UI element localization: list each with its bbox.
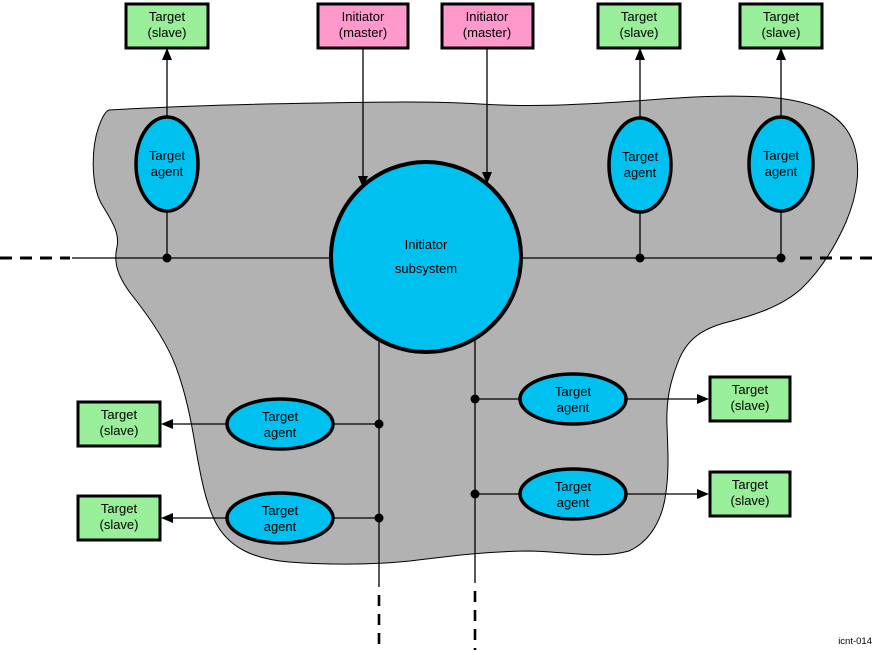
target-slave-label-line1: Target — [621, 9, 658, 24]
target-slave-label-line1: Target — [763, 9, 800, 24]
initiator-master-label-line1: Initiator — [466, 9, 509, 24]
target-slave-label-line2: (slave) — [147, 25, 186, 40]
target-slave-label-line2: (slave) — [619, 25, 658, 40]
target-slave-label-line2: (slave) — [99, 517, 138, 532]
target-slave-box: Target (slave) — [708, 470, 792, 518]
arrowhead-up-icon — [635, 48, 645, 60]
target-agent-label-line2: agent — [557, 495, 590, 510]
target-agent-label-line1: Target — [555, 384, 592, 399]
junction-dot — [776, 253, 786, 263]
target-agent-node: Target agent — [747, 115, 815, 213]
figure-id-label: icnt-014 — [838, 636, 872, 647]
target-slave-rect — [76, 400, 162, 448]
target-slave-rect — [708, 470, 792, 518]
target-slave-label-line2: (slave) — [99, 423, 138, 438]
target-agent-label-line1: Target — [149, 148, 186, 163]
arrowhead-left-icon — [161, 513, 173, 523]
initiator-master-rect — [440, 2, 535, 50]
target-agent-label-line2: agent — [264, 519, 297, 534]
junction-dot — [635, 253, 645, 263]
target-agent-label-line2: agent — [624, 165, 657, 180]
target-slave-box: Target (slave) — [76, 494, 162, 542]
initiator-master-rect — [316, 2, 410, 50]
target-agent-label-line1: Target — [622, 149, 659, 164]
initiator-subsystem-label-line1: Initiator — [405, 237, 448, 252]
target-slave-label-line2: (slave) — [761, 25, 800, 40]
arrowhead-right-icon — [697, 489, 709, 499]
initiator-master-label-line1: Initiator — [342, 9, 385, 24]
target-agent-ellipse — [518, 467, 628, 521]
target-slave-label-line1: Target — [101, 407, 138, 422]
junction-dot — [470, 489, 480, 499]
initiator-master-label-line2: (master) — [463, 25, 511, 40]
initiator-master-label-line2: (master) — [339, 25, 387, 40]
target-agent-ellipse — [134, 115, 200, 213]
target-agent-ellipse — [225, 397, 335, 451]
target-slave-label-line1: Target — [732, 477, 769, 492]
target-agent-label-line1: Target — [262, 503, 299, 518]
target-slave-label-line2: (slave) — [730, 493, 769, 508]
target-agent-label-line2: agent — [264, 425, 297, 440]
arrowhead-up-icon — [776, 48, 786, 60]
initiator-master-box: Initiator (master) — [440, 2, 535, 50]
arrowhead-right-icon — [697, 394, 709, 404]
arrowhead-up-icon — [162, 48, 172, 60]
target-slave-box: Target (slave) — [76, 400, 162, 448]
junction-dot — [374, 419, 384, 429]
target-slave-box: Target (slave) — [738, 2, 824, 50]
target-agent-label-line2: agent — [765, 164, 798, 179]
initiator-subsystem-circle — [329, 160, 523, 354]
target-agent-node: Target agent — [225, 397, 335, 451]
target-slave-rect — [738, 2, 824, 50]
junction-dot — [162, 253, 172, 263]
target-slave-label-line1: Target — [149, 9, 186, 24]
junction-dot — [470, 394, 480, 404]
initiator-subsystem-label-line2: subsystem — [395, 261, 457, 276]
arrowhead-down-icon — [358, 176, 368, 188]
arrowhead-down-icon — [482, 172, 492, 184]
target-agent-label-line1: Target — [262, 409, 299, 424]
target-agent-ellipse — [225, 491, 335, 545]
target-agent-node: Target agent — [518, 467, 628, 521]
initiator-master-box: Initiator (master) — [316, 2, 410, 50]
target-agent-label-line1: Target — [555, 479, 592, 494]
target-slave-rect — [708, 375, 792, 423]
target-agent-ellipse — [518, 372, 628, 426]
target-slave-box: Target (slave) — [124, 2, 210, 50]
target-agent-node: Target agent — [225, 491, 335, 545]
target-agent-label-line2: agent — [557, 400, 590, 415]
target-agent-ellipse — [607, 116, 673, 214]
target-slave-rect — [76, 494, 162, 542]
junction-dot — [374, 513, 384, 523]
target-slave-box: Target (slave) — [596, 2, 682, 50]
target-slave-rect — [596, 2, 682, 50]
target-agent-ellipse — [747, 115, 815, 213]
arrowhead-left-icon — [161, 419, 173, 429]
target-slave-label-line1: Target — [732, 382, 769, 397]
target-slave-box: Target (slave) — [708, 375, 792, 423]
target-agent-node: Target agent — [607, 116, 673, 214]
target-slave-label-line1: Target — [101, 501, 138, 516]
target-agent-label-line2: agent — [151, 164, 184, 179]
target-agent-node: Target agent — [134, 115, 200, 213]
target-slave-rect — [124, 2, 210, 50]
target-agent-node: Target agent — [518, 372, 628, 426]
target-agent-label-line1: Target — [763, 148, 800, 163]
target-slave-label-line2: (slave) — [730, 398, 769, 413]
